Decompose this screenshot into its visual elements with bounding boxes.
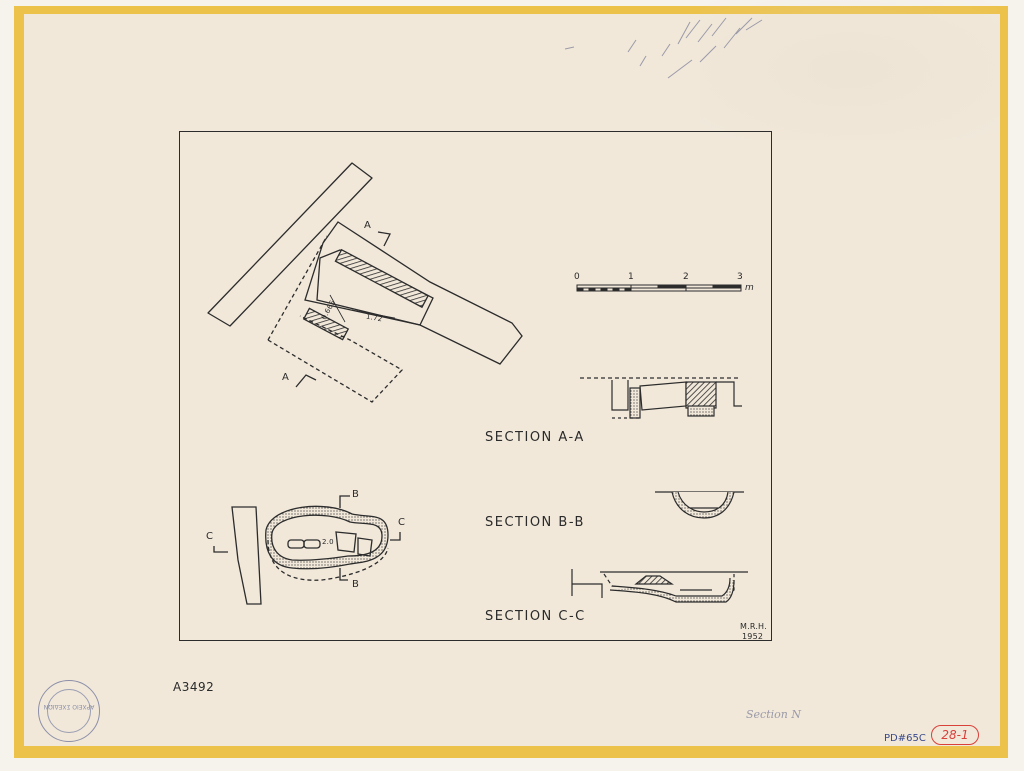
marker-a-top-label: A [364, 220, 372, 231]
section-aa-drawing [580, 377, 742, 419]
dashed-outline [267, 235, 404, 403]
upright-slab [231, 506, 262, 605]
scale-tick-0: 0 [574, 272, 581, 282]
red-tag: 28-1 [931, 725, 979, 745]
archive-stamp-inner-ring [47, 689, 91, 733]
archive-stamp: ΑΡΧΕΙΟ ΣΧΕΔΙΩΝ [38, 680, 100, 742]
section-cc-drawing [571, 569, 748, 603]
scale-unit: m [745, 283, 755, 293]
drawing-sheet [24, 14, 1000, 746]
paper-stain [700, 0, 1000, 140]
scale-tick-3: 3 [737, 272, 744, 282]
slab [207, 162, 373, 327]
marker-c-right [390, 532, 401, 541]
marker-c-left [213, 546, 228, 553]
stone-2 [303, 539, 321, 549]
section-bb-drawing [655, 491, 744, 519]
marker-b-bottom [339, 568, 348, 581]
marker-c-left-label: C [206, 531, 214, 542]
section-marker-a-bottom [295, 374, 317, 388]
reference-number: PD#65C [884, 733, 926, 744]
stone-3 [335, 531, 357, 553]
oval-dashed [267, 539, 389, 581]
plan-bc [213, 495, 401, 605]
scale-tick-2: 2 [683, 272, 690, 282]
scale-bar [576, 284, 742, 292]
pencil-scratches [564, 17, 763, 79]
marker-b-top [339, 495, 350, 508]
marker-a-bottom-label: A [282, 372, 290, 383]
dim-line-width [329, 294, 346, 323]
marker-b-bottom-label: B [352, 579, 360, 590]
scale-tick-1: 1 [628, 272, 635, 282]
marker-b-top-label: B [352, 489, 360, 500]
hatched-wall-short [302, 307, 350, 341]
dim-line-length [351, 309, 396, 319]
archive-stamp-text: ΑΡΧΕΙΟ ΣΧΕΔΙΩΝ [43, 703, 95, 710]
marker-c-right-label: C [398, 517, 406, 528]
section-cc-title: SECTION C-C [485, 609, 586, 624]
drawing-frame [179, 131, 772, 641]
section-marker-a-top [377, 231, 391, 247]
dim-oval-label: 2.0 [322, 538, 334, 546]
signature-year: 1952 [742, 632, 764, 641]
tomb-outline [304, 221, 523, 365]
pencil-note: Section N [746, 708, 801, 721]
plan-a [207, 162, 523, 403]
archive-id: A3492 [173, 680, 215, 694]
section-aa-title: SECTION A-A [485, 430, 585, 445]
hatched-wall-long [334, 248, 429, 309]
signature-initials: M.R.H. [740, 622, 767, 631]
section-bb-title: SECTION B-B [485, 515, 585, 530]
stone-4 [357, 537, 373, 557]
